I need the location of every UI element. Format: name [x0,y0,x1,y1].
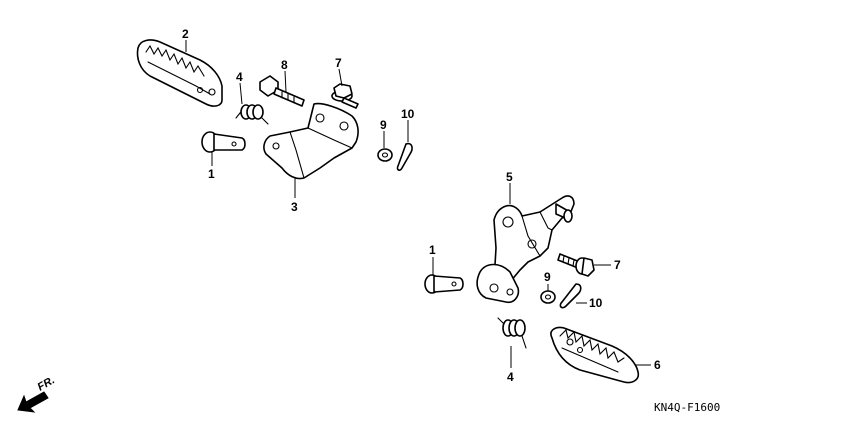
callout-4-left: 4 [236,70,243,84]
callout-7-left: 7 [335,56,342,70]
cotter-pin-left-part-10 [396,142,413,171]
callout-10-left: 10 [401,107,415,121]
spring-right-part-4 [497,317,527,349]
flange-bolt-right-part-7 [557,253,595,277]
washer-left-part-9 [377,148,393,162]
callout-1-right: 1 [429,243,436,257]
spring-left-part-4 [235,104,269,125]
leader-lines-left [185,40,409,198]
footpeg-right-part-6 [550,326,640,384]
cotter-pin-right-part-10 [559,283,582,309]
pin-right-part-1 [424,274,464,294]
leader-lines-right [432,183,651,368]
footpeg-left-part-2 [136,39,223,107]
callout-2: 2 [182,27,189,41]
callout-10-right: 10 [589,296,603,310]
flange-bolt-left-part-7 [331,83,359,109]
front-direction-arrow-icon [17,391,49,413]
pin-left-part-1 [201,131,246,153]
diagram-code: KN4Q-F1600 [654,401,720,414]
front-direction-indicator: FR. [17,374,57,413]
bracket-right-part-5 [476,195,575,304]
callout-9-right: 9 [544,270,551,284]
washer-right-part-9 [540,290,556,304]
front-direction-label: FR. [36,374,57,393]
bracket-left-part-3 [263,102,359,180]
callout-numbers: 1 2 3 4 7 8 9 10 5 1 7 9 10 4 6 [182,27,661,384]
bolt-part-8 [259,75,305,107]
callout-3: 3 [291,200,298,214]
callout-8: 8 [281,58,288,72]
callout-6: 6 [654,358,661,372]
callout-4-right: 4 [507,370,514,384]
callout-1-left: 1 [208,167,215,181]
callout-7-right: 7 [614,258,621,272]
callout-9-left: 9 [380,118,387,132]
callout-5: 5 [506,170,513,184]
